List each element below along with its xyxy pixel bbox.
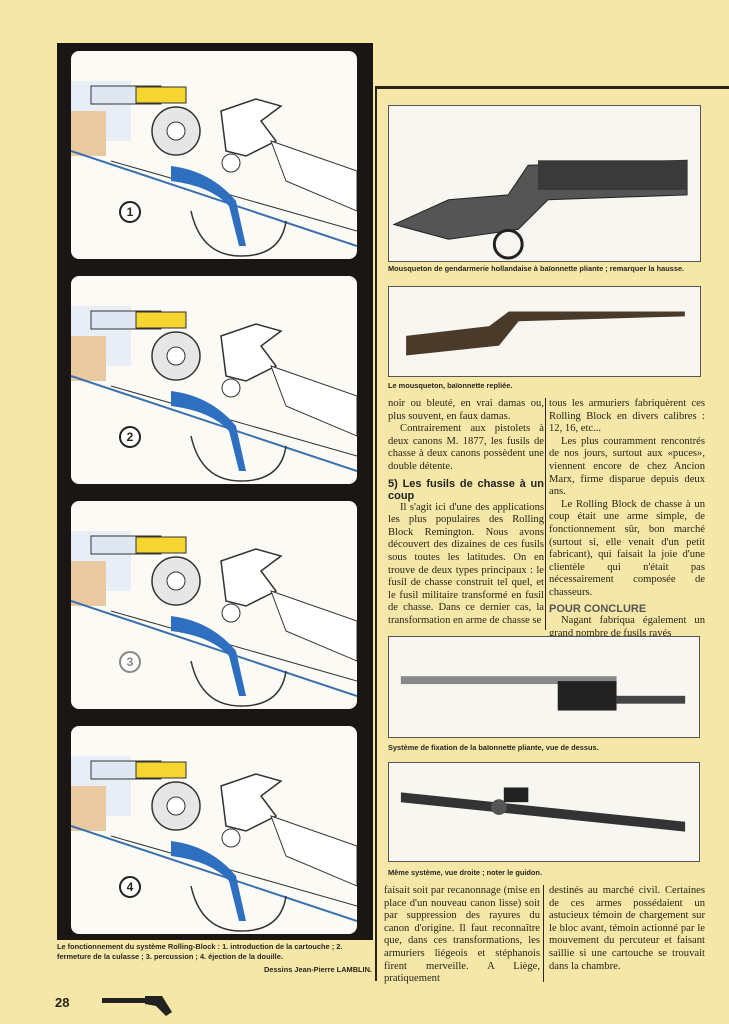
frame-divider [375, 86, 377, 981]
panel-number: 1 [119, 201, 141, 223]
photo-caption: Mousqueton de gendarmerie hollandaise à … [388, 264, 685, 273]
paragraph: tous les armuriers fabriquèrent ces Roll… [549, 398, 705, 435]
article-column-2: tous les armuriers fabriquèrent ces Roll… [549, 398, 705, 640]
photo-caption: Système de fixation de la baïonnette pli… [388, 743, 599, 752]
article-column-4: destinés au marché civil. Certaines de c… [549, 885, 705, 973]
diagram-credit: Dessins Jean-Pierre LAMBLIN. [263, 965, 372, 974]
section-heading: 5) Les fusils de chasse à un coup [388, 477, 544, 502]
column-rule [543, 885, 544, 982]
panel-number: 3 [119, 651, 141, 673]
photo-bayonet-side [388, 762, 700, 862]
photo-carbine [388, 105, 701, 262]
rolling-block-diagrams: 1 2 3 4 [57, 43, 373, 940]
paragraph: Contrairement aux pistolets à deux canon… [388, 423, 544, 472]
paragraph: faisait soit par recanonnage (mise en pl… [384, 885, 540, 985]
photo-caption: Le mousqueton, baïonnette repliée. [388, 381, 513, 390]
photo-carbine-folded [388, 286, 701, 377]
column-rule [545, 398, 546, 630]
paragraph: destinés au marché civil. Certaines de c… [549, 885, 705, 972]
paragraph: Nagant fabriqua également un grand nombr… [549, 615, 705, 639]
diagram-caption: Le fonctionnement du système Rolling-Blo… [57, 942, 343, 961]
page-number: 28 [55, 995, 70, 1010]
panel-number: 4 [119, 876, 141, 898]
photo-caption: Même système, vue droite ; noter le guid… [388, 868, 543, 877]
diagram-panel-3: 3 [71, 501, 357, 709]
frame-rule [376, 86, 729, 89]
photo-bayonet-top [388, 636, 700, 738]
section-heading: POUR CONCLURE [549, 602, 647, 615]
article-column-3: faisait soit par recanonnage (mise en pl… [384, 885, 540, 986]
diagram-panel-2: 2 [71, 276, 357, 484]
paragraph: Il s'agit ici d'une des applications les… [388, 501, 544, 626]
article-column-1: noir ou bleuté, en vrai damas ou, plus s… [388, 398, 544, 628]
diagram-panel-1: 1 [71, 51, 357, 259]
paragraph: Le Rolling Block de chasse à un coup éta… [549, 498, 705, 598]
diagram-panel-4: 4 [71, 726, 357, 934]
paragraph: Les plus couramment rencontrés de nos jo… [549, 435, 705, 498]
pistol-icon [102, 996, 172, 1016]
paragraph: noir ou bleuté, en vrai damas ou, plus s… [388, 398, 544, 422]
panel-number: 2 [119, 426, 141, 448]
